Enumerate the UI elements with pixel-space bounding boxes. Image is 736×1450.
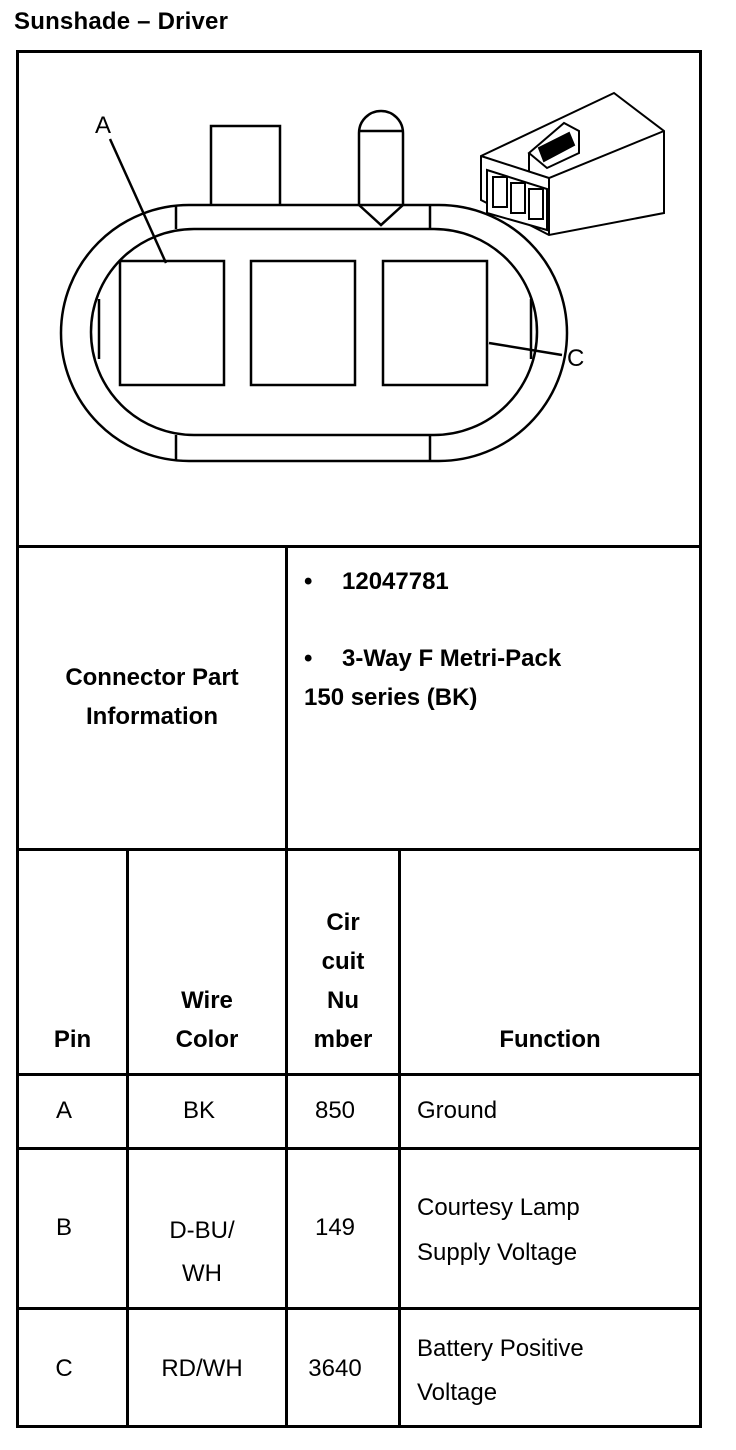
connector-description-line2: 150 series (BK) — [304, 684, 478, 711]
row-b-pin: B — [55, 1214, 72, 1241]
latch-block — [209, 124, 282, 205]
cavity-a — [118, 259, 226, 387]
row-c-function: Battery Positive Voltage — [417, 1335, 584, 1406]
polarization-key — [357, 109, 405, 227]
header-function: Function — [499, 1026, 601, 1053]
row-a-pin: A — [55, 1097, 72, 1124]
row-b-wire-color: D-BU/ WH — [169, 1217, 235, 1287]
connector-description-item: •3-Way F Metri-Pack — [304, 645, 562, 672]
row-b-circuit: 149 — [314, 1214, 356, 1241]
cavity-c — [381, 259, 489, 387]
part-number-item: •12047781 — [304, 568, 449, 595]
connector-description-line1: 3-Way F Metri-Pack — [342, 645, 562, 672]
divider-header-row — [16, 1073, 702, 1076]
divider-info-table — [16, 848, 702, 851]
row-a-function: Ground — [417, 1097, 498, 1124]
divider-diagram-info — [16, 545, 702, 548]
connector-outer-housing — [59, 203, 569, 463]
column-divider-info — [285, 545, 288, 1428]
divider-row-a — [16, 1147, 702, 1150]
column-divider-pin — [126, 848, 129, 1428]
cavity-b — [249, 259, 357, 387]
connector-isometric-view — [480, 91, 665, 237]
part-number: 12047781 — [342, 568, 449, 595]
callout-c-label: C — [567, 345, 584, 372]
connector-inner-housing — [89, 227, 539, 437]
row-a-circuit: 850 — [314, 1097, 356, 1124]
connector-info-label: Connector Part Information — [65, 664, 239, 730]
column-divider-circuit — [398, 848, 401, 1428]
callout-a-label: A — [95, 112, 111, 139]
divider-row-b — [16, 1307, 702, 1310]
header-circuit-number: Cir cuit Nu mber — [313, 909, 373, 1053]
header-pin: Pin — [53, 1026, 92, 1053]
header-wire-color: Wire Color — [175, 987, 239, 1053]
row-c-circuit: 3640 — [308, 1355, 362, 1382]
connector-table-frame — [16, 50, 702, 1428]
row-b-function: Courtesy Lamp Supply Voltage — [417, 1194, 580, 1266]
row-c-wire-color: RD/WH — [161, 1355, 243, 1382]
connector-face-diagram: A C — [59, 91, 665, 463]
row-c-pin: C — [55, 1355, 73, 1382]
row-a-wire-color: BK — [182, 1097, 215, 1124]
page-title: Sunshade – Driver — [14, 8, 229, 35]
